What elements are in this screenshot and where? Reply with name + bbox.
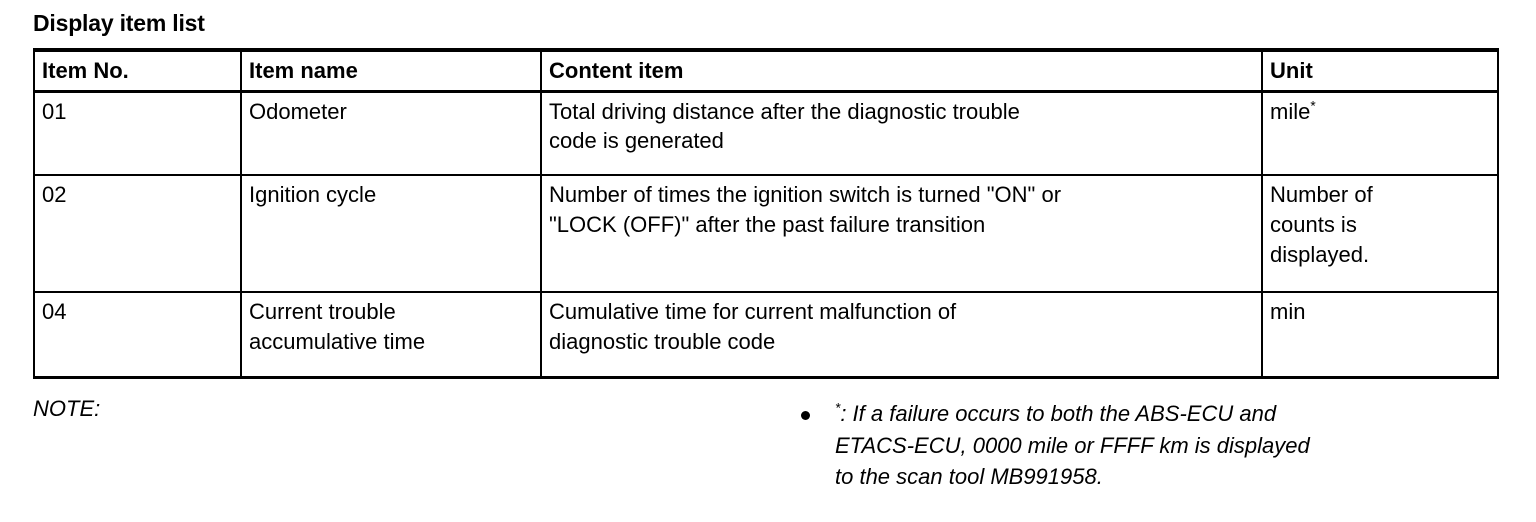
cell-unit: min <box>1261 291 1499 379</box>
content-item-line: Cumulative time for current malfunction … <box>549 299 957 324</box>
unit-line: displayed. <box>1270 241 1370 267</box>
note-line-text: : If a failure occurs to both the ABS-EC… <box>840 401 1277 426</box>
item-name-line: Ignition cycle <box>249 182 377 207</box>
note-label: NOTE: <box>33 396 101 421</box>
cell-item-name: Odometer <box>240 90 542 176</box>
table-row: 02 Ignition cycle Number of times the ig… <box>33 174 1499 293</box>
content-item-line: Total driving distance after the diagnos… <box>549 98 1020 124</box>
footnote-asterisk-icon: * <box>1310 98 1316 114</box>
column-header-item-name: Item name <box>240 48 542 93</box>
cell-unit: mile* <box>1261 90 1499 176</box>
table-body: 01 Odometer Total driving distance after… <box>33 90 1499 379</box>
cell-item-name: Current trouble accumulative time <box>240 291 542 379</box>
content-item-line: diagnostic trouble code <box>549 328 776 354</box>
note-bullet-item: *: If a failure occurs to both the ABS-E… <box>797 398 1517 493</box>
item-name-line: Current trouble <box>249 299 396 324</box>
content-item-line: code is generated <box>549 128 724 154</box>
table-row: 04 Current trouble accumulative time Cum… <box>33 291 1499 379</box>
page-title: Display item list <box>33 10 205 36</box>
cell-content-item: Cumulative time for current malfunction … <box>540 291 1263 379</box>
note-line: *: If a failure occurs to both the ABS-E… <box>835 398 1517 430</box>
note-body: *: If a failure occurs to both the ABS-E… <box>797 398 1517 493</box>
footnote-asterisk-icon: * <box>835 400 841 416</box>
bullet-dot-icon <box>801 411 810 420</box>
column-header-unit: Unit <box>1261 48 1499 93</box>
content-item-line: Number of times the ignition switch is t… <box>549 182 1062 207</box>
table-header-row: Item No. Item name Content item Unit <box>33 48 1499 93</box>
table-row: 01 Odometer Total driving distance after… <box>33 90 1499 176</box>
cell-item-no: 02 <box>33 174 242 293</box>
column-header-item-no: Item No. <box>33 48 242 93</box>
note-text: *: If a failure occurs to both the ABS-E… <box>835 398 1517 493</box>
cell-unit: Number of counts is displayed. <box>1261 174 1499 293</box>
unit-line: Number of <box>1270 182 1373 207</box>
note-line: ETACS-ECU, 0000 mile or FFFF km is displ… <box>835 432 1310 458</box>
unit-line: counts is <box>1270 211 1357 237</box>
unit-line: min <box>1270 299 1306 324</box>
cell-item-name: Ignition cycle <box>240 174 542 293</box>
column-header-content-item: Content item <box>540 48 1263 93</box>
cell-item-no: 04 <box>33 291 242 379</box>
cell-content-item: Number of times the ignition switch is t… <box>540 174 1263 293</box>
content-item-line: "LOCK (OFF)" after the past failure tran… <box>549 211 986 237</box>
note-line: to the scan tool MB991958. <box>835 464 1103 490</box>
cell-item-no: 01 <box>33 90 242 176</box>
item-name-line: accumulative time <box>249 328 426 354</box>
unit-text: mile <box>1270 98 1311 124</box>
item-name-line: Odometer <box>249 98 347 124</box>
cell-content-item: Total driving distance after the diagnos… <box>540 90 1263 176</box>
display-item-table: Item No. Item name Content item Unit 01 … <box>33 48 1499 379</box>
